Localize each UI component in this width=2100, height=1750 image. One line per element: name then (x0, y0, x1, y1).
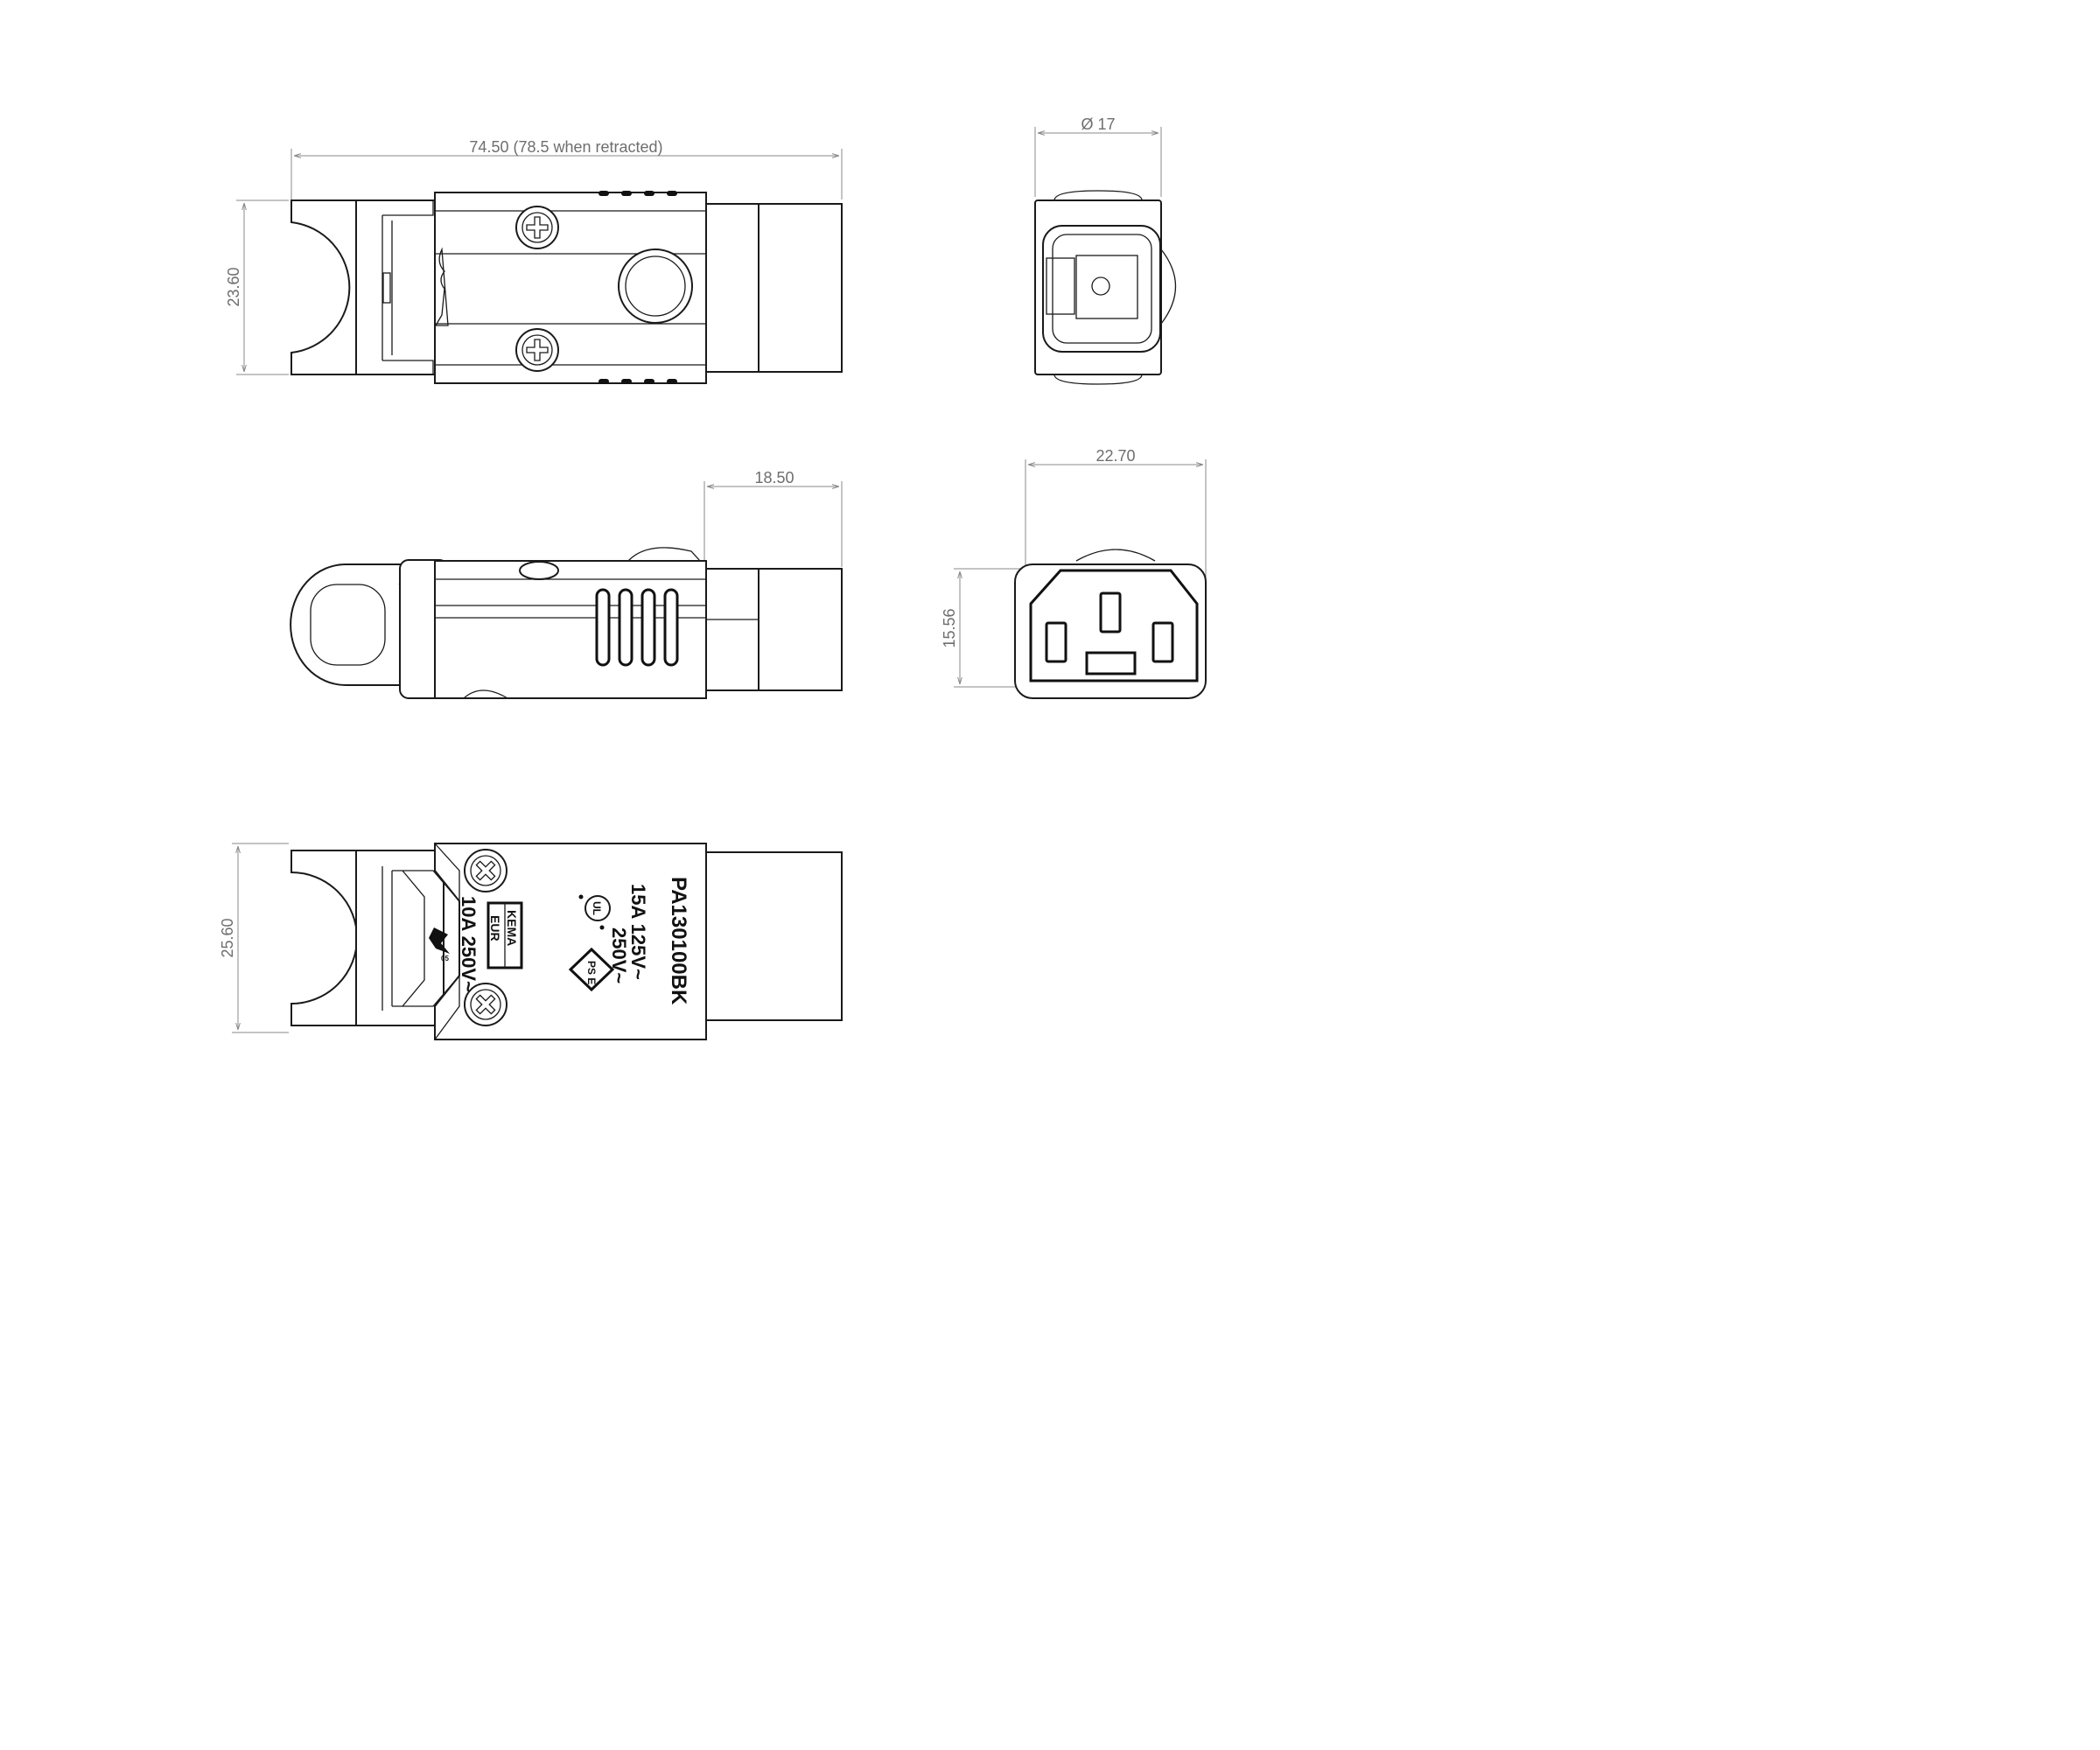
technical-drawing: 74.50 (78.5 when retracted) 23.60 (219, 116, 1207, 1040)
ul-mark: UL (578, 894, 611, 930)
svg-text:05: 05 (441, 955, 449, 962)
rating-15a: 15A 125V~ (627, 884, 649, 980)
dim-top-length-label: 74.50 (78.5 when retracted) (469, 138, 662, 156)
side-view: 18.50 PULL (290, 469, 843, 699)
dim-bottom-height: 25.60 (219, 843, 289, 1033)
face-view: 22.70 15.56 (941, 447, 1207, 699)
dim-end-diameter-label: Ø 17 (1081, 116, 1115, 133)
dim-face-height: 15.56 (941, 568, 1024, 688)
svg-text:EUR: EUR (488, 915, 502, 942)
dim-face-width-label: 22.70 (1096, 447, 1135, 465)
dim-face-width: 22.70 (1025, 447, 1207, 578)
svg-text:PS E: PS E (585, 961, 598, 984)
dim-top-height: 23.60 (225, 200, 289, 375)
dim-top-height-label: 23.60 (225, 267, 242, 306)
screw-bottom-view-1 (464, 849, 508, 892)
svg-text:KEMA: KEMA (505, 910, 519, 946)
screw-bottom-view-2 (464, 983, 508, 1026)
top-vents (598, 191, 677, 384)
dim-face-height-label: 15.56 (941, 608, 958, 648)
screw-bottom (515, 328, 559, 372)
kema-mark: KEMA EUR (486, 901, 523, 970)
dim-end-diameter: Ø 17 (1034, 116, 1162, 197)
dim-side-tail-label: 18.50 (754, 469, 794, 486)
screw-top (515, 206, 559, 249)
top-view: 74.50 (78.5 when retracted) 23.60 (225, 138, 843, 384)
dim-side-tail: 18.50 (704, 469, 843, 567)
pse-mark: PS E (568, 947, 615, 992)
model-number: PA130100BK (667, 877, 690, 1005)
rating-10a: 10A 250V~ (458, 896, 480, 992)
end-view: Ø 17 (1034, 116, 1177, 385)
svg-text:UL: UL (591, 901, 603, 915)
dim-top-length: 74.50 (78.5 when retracted) (290, 138, 843, 200)
pin-slots (1045, 592, 1174, 676)
dim-bottom-height-label: 25.60 (219, 918, 236, 957)
rating-250v: 250V~ (608, 928, 630, 984)
side-vents (595, 588, 679, 667)
cert-mark: 05 (429, 928, 450, 962)
bottom-view: 25.60 PA130100BK 15A 125V~ 250V~ 10A 250… (219, 843, 843, 1040)
